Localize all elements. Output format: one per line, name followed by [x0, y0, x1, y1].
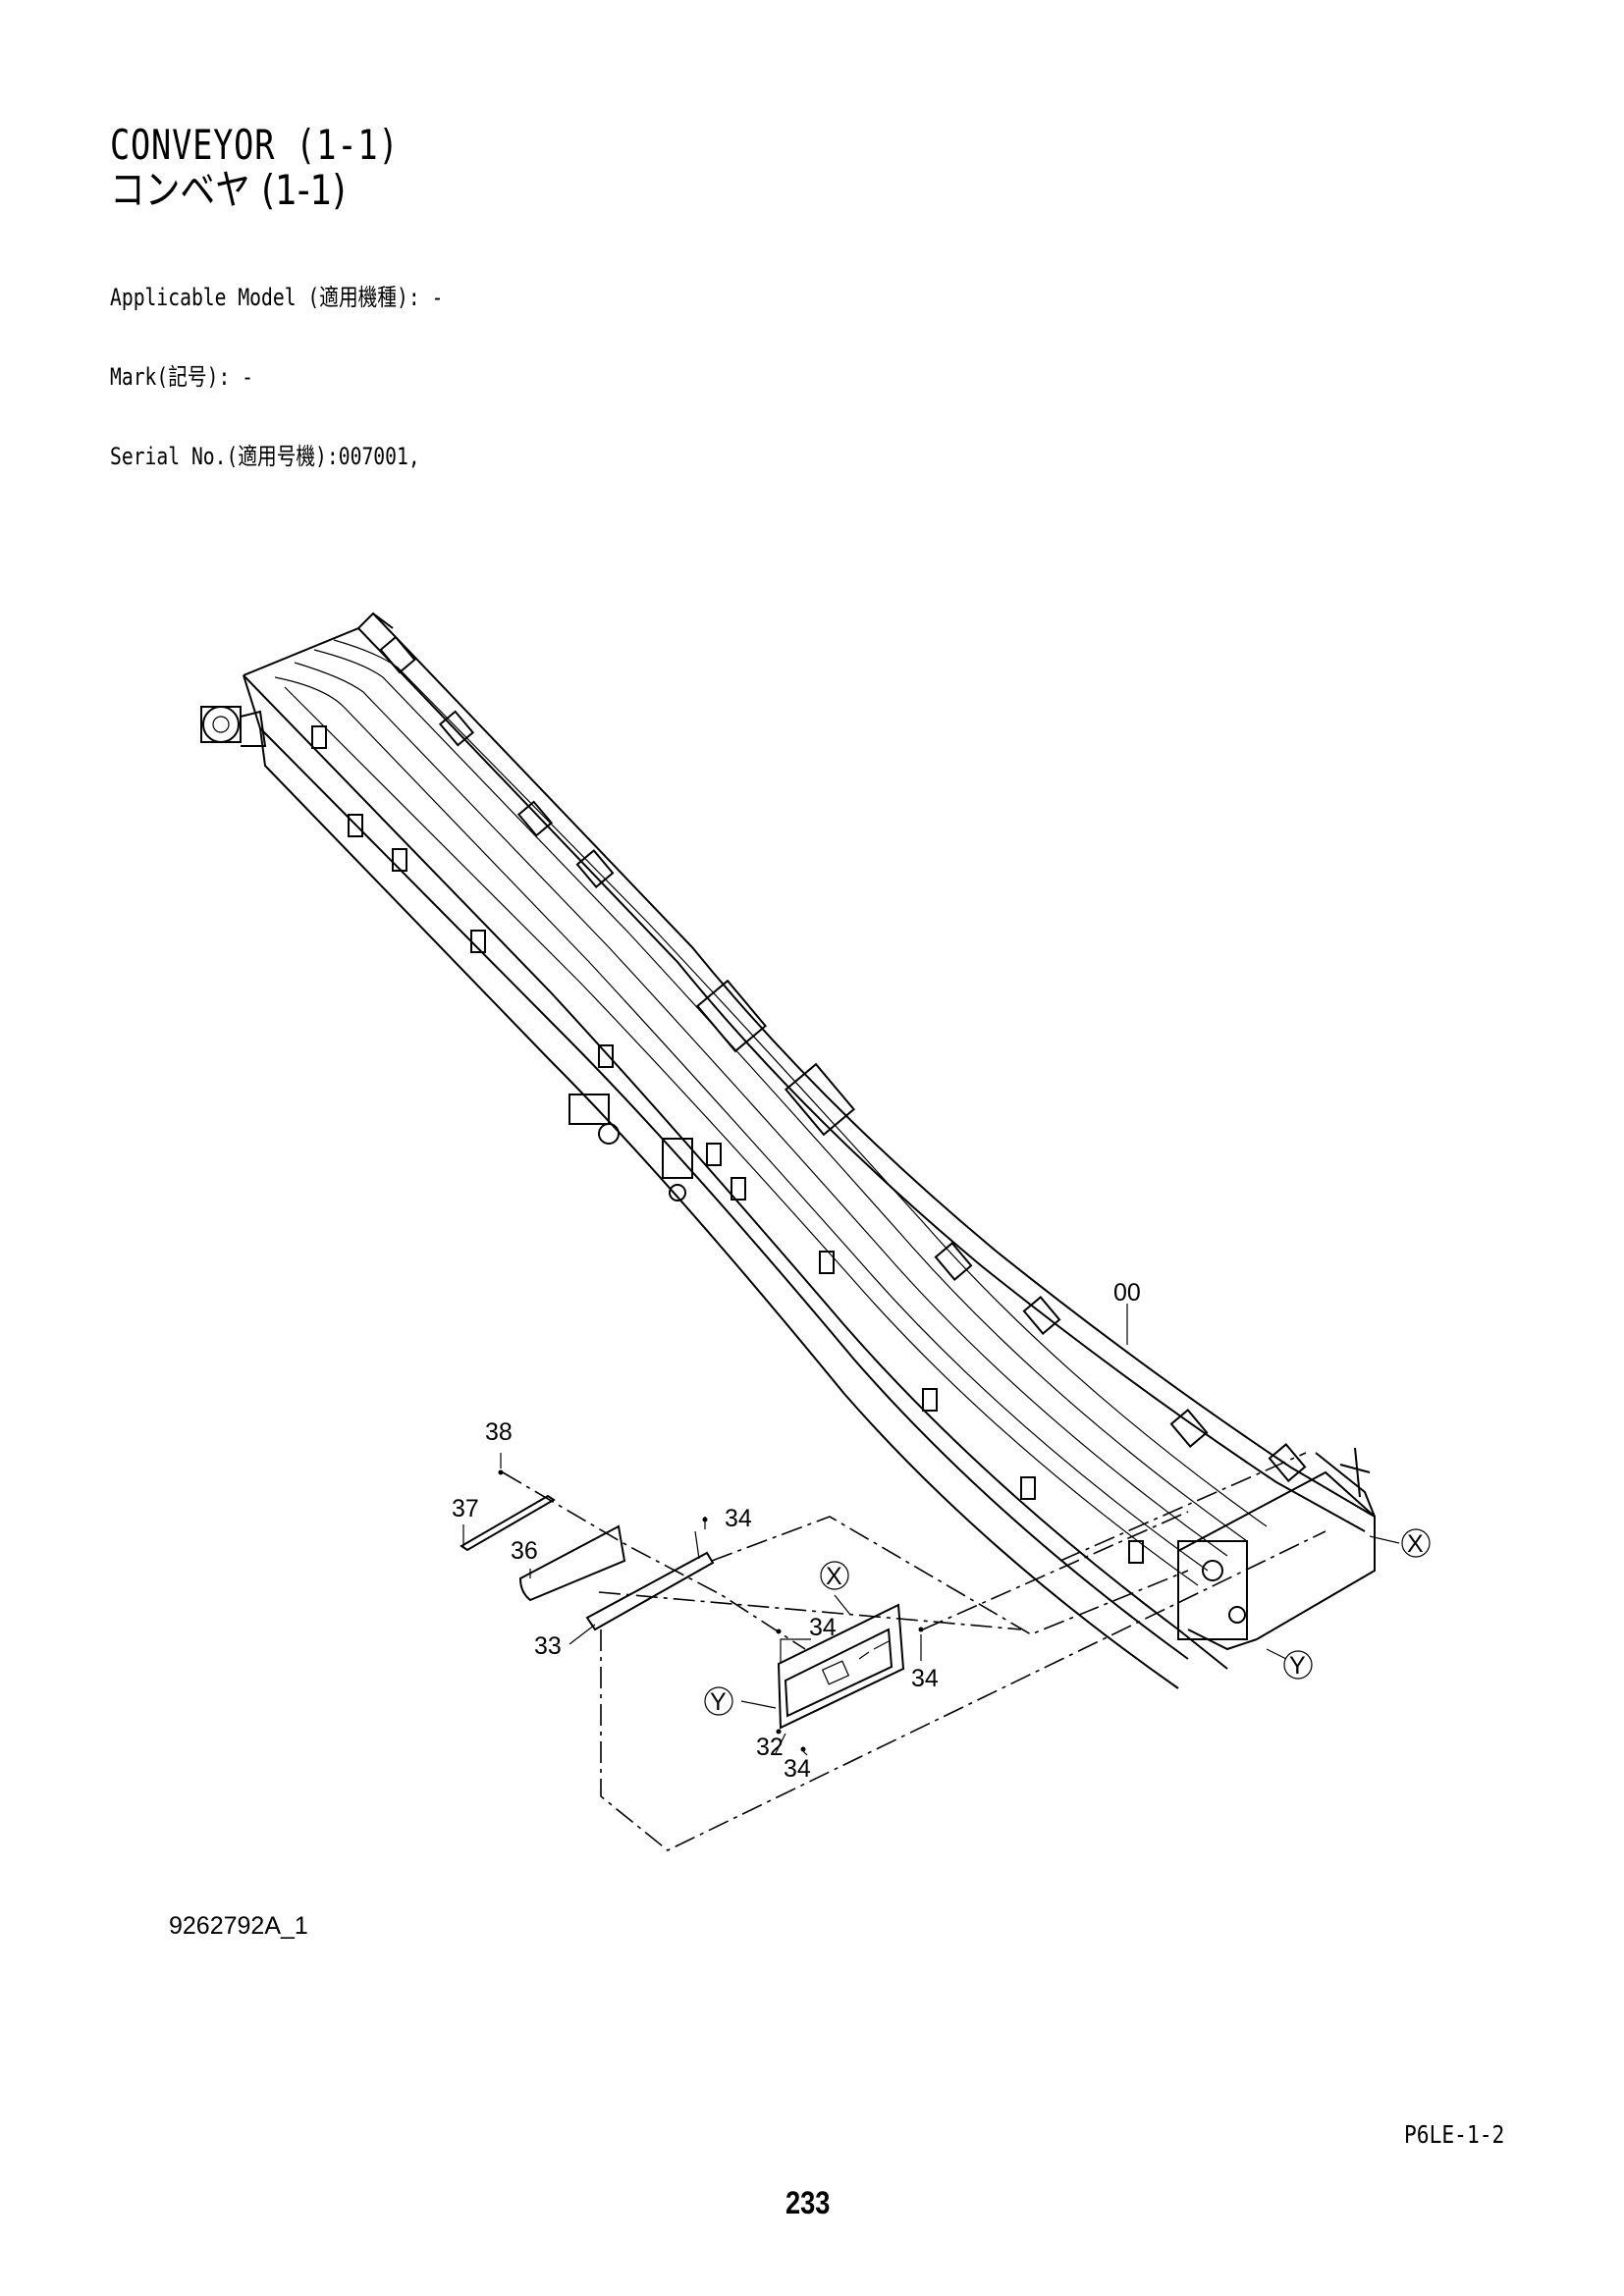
callout-33: 33	[534, 1632, 562, 1660]
serial-number: Serial No.(適用号機):007001,	[110, 443, 420, 470]
callout-34-top: 34	[725, 1505, 752, 1532]
page-code: P6LE-1-2	[1404, 2120, 1505, 2149]
conveyor-assembly	[200, 612, 1376, 1689]
part-32-plate	[777, 1603, 905, 1730]
reference-mark-x-part: X	[826, 1563, 842, 1590]
callout-38: 38	[485, 1418, 513, 1446]
tail-section	[1177, 1447, 1376, 1651]
drawing-number: 9262792A_1	[169, 1912, 308, 1940]
callout-37: 37	[452, 1495, 479, 1522]
callout-36: 36	[511, 1537, 538, 1565]
callout-labels: 00 38 37 36 34 33 34 34 32 34 X X Y Y	[452, 1279, 1431, 1783]
callout-34-right: 34	[911, 1665, 939, 1692]
part-36-plate	[518, 1524, 626, 1602]
drive-motor	[200, 706, 267, 747]
pivot-bracket	[568, 1094, 693, 1201]
model-info: Applicable Model (適用機種): - Mark(記号): - S…	[110, 232, 443, 497]
page-number: 233	[785, 2185, 831, 2220]
page-title: CONVEYOR (1-1)	[110, 121, 400, 169]
callout-00: 00	[1113, 1279, 1141, 1307]
frame-brackets	[311, 635, 1307, 1564]
mark-info: Mark(記号): -	[110, 363, 253, 391]
part-33-plate	[585, 1551, 715, 1631]
reference-mark-x-main: X	[1407, 1530, 1424, 1558]
part-37-plate	[460, 1494, 556, 1552]
exploded-parts	[460, 1304, 1400, 1851]
reference-mark-y-main: Y	[1289, 1652, 1306, 1680]
callout-32: 32	[756, 1734, 784, 1761]
applicable-model: Applicable Model (適用機種): -	[110, 284, 444, 311]
callout-34-bottom: 34	[784, 1755, 811, 1783]
page-title-japanese: コンベヤ (1-1)	[110, 166, 347, 214]
reference-mark-y-part: Y	[710, 1688, 727, 1716]
callout-34-plate: 34	[809, 1614, 837, 1641]
